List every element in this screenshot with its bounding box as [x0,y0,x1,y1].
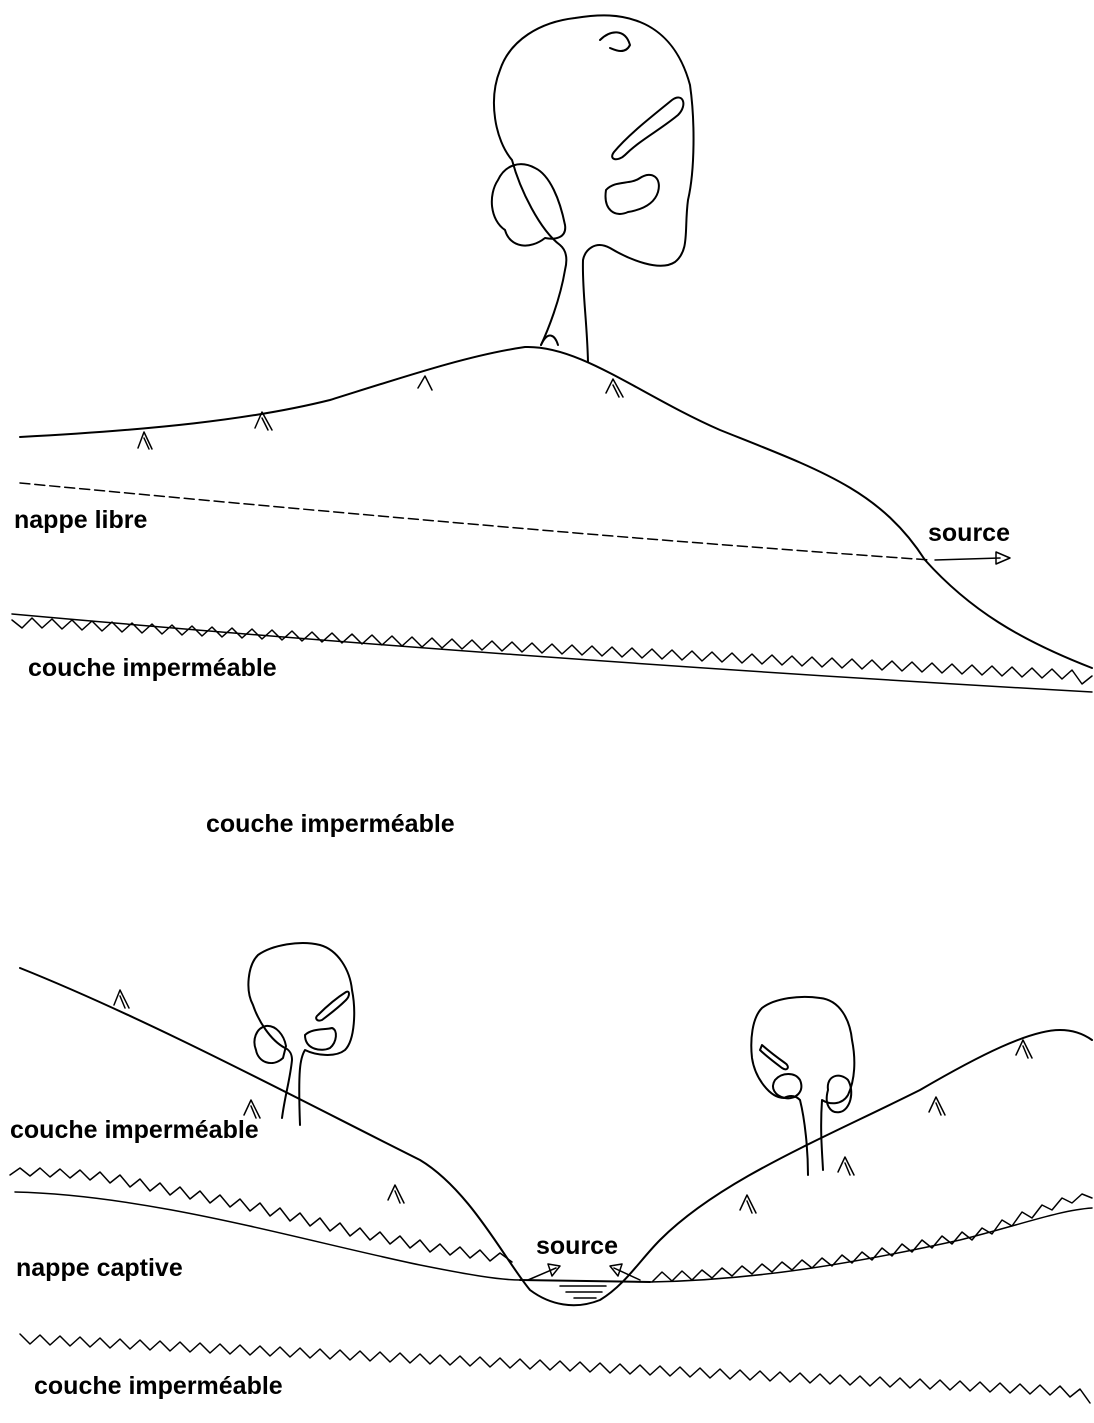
grass-tuft-icon [418,376,432,390]
water-table-line [20,483,930,560]
source-arrows-icon [528,1264,640,1280]
grass-tuft-icon [606,379,623,397]
tree-icon [751,997,854,1175]
grass-tuft-icon [929,1097,945,1115]
ground-surface [20,347,1092,668]
label-source-top: source [928,519,1010,547]
spring-basin [520,1280,650,1282]
source-arrow-icon [935,552,1010,564]
grass-tuft-icon [740,1195,756,1213]
upper-impermeable-zigzag-left[interactable] [10,1168,512,1262]
label-couche-impermeable-top: couche imperméable [28,654,277,682]
label-nappe-libre: nappe libre [14,506,147,534]
tree-icon [492,15,694,362]
water-surface-icon [560,1286,606,1298]
grass-tuft-icon [388,1185,404,1203]
grass-tuft-icon [114,990,129,1008]
label-couche-impermeable-middle: couche imperméable [206,810,455,838]
label-nappe-captive: nappe captive [16,1254,183,1282]
tree-icon [248,943,354,1125]
grass-tuft-icon [138,432,152,449]
upper-impermeable-zigzag-right[interactable] [652,1194,1092,1282]
label-couche-impermeable-lower: couche imperméable [34,1372,283,1400]
grass-tuft-icon [1016,1040,1032,1058]
nappe-captive-section: couche imperméable nappe captive source … [10,943,1092,1403]
grass-tuft-icon [838,1157,854,1175]
label-couche-impermeable-upper: couche imperméable [10,1116,259,1144]
label-source-bottom: source [536,1232,618,1260]
nappe-libre-section: nappe libre source couche imperméable [12,15,1092,692]
